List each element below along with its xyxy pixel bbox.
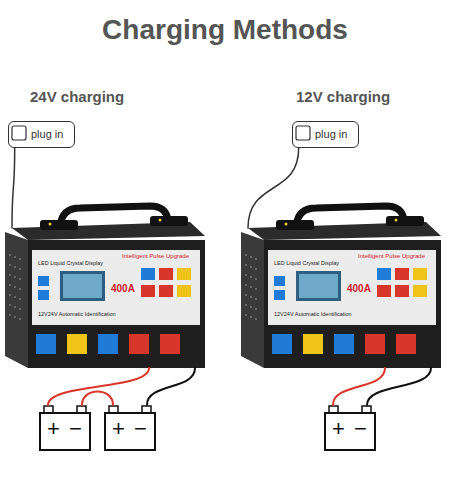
title: Charging Methods [0, 14, 450, 46]
plug-text: plug in [9, 122, 71, 146]
battery-cable [367, 368, 431, 405]
battery-box: +− [40, 405, 90, 450]
battery-cable [333, 368, 385, 405]
section-label: 12V charging [296, 88, 390, 105]
battery-cable [48, 368, 149, 405]
panel-text: Intelligent Pulse Upgrade [358, 253, 425, 259]
terminal-sign: + [112, 418, 125, 440]
power-cord [248, 148, 299, 228]
terminal-sign: + [332, 418, 345, 440]
panel-text: Intelligent Pulse Upgrade [122, 253, 189, 259]
panel-text: 400A [347, 284, 371, 294]
terminal-sign: − [69, 418, 82, 440]
plug-box: plug in [292, 121, 359, 148]
plug-box: plug in [8, 121, 75, 148]
battery-box: +− [105, 405, 155, 450]
charger-unit: Intelligent Pulse UpgradeLED Liquid Crys… [5, 228, 205, 368]
charger-unit: Intelligent Pulse UpgradeLED Liquid Crys… [241, 228, 441, 368]
terminal-sign: − [354, 418, 367, 440]
section-label: 24V charging [30, 88, 124, 105]
battery-cable [82, 392, 113, 406]
panel-text: LED Liquid Crystal Display [274, 261, 339, 267]
battery-cable [147, 368, 195, 405]
panel-text: 400A [111, 284, 135, 294]
battery-box: +− [325, 405, 375, 450]
plug-text: plug in [293, 122, 355, 146]
power-cord [12, 148, 15, 228]
terminal-sign: − [134, 418, 147, 440]
terminal-sign: + [47, 418, 60, 440]
panel-text: LED Liquid Crystal Display [38, 261, 103, 267]
panel-text: 12V24V Automatic Identification [274, 312, 352, 318]
panel-text: 12V24V Automatic Identification [38, 312, 116, 318]
